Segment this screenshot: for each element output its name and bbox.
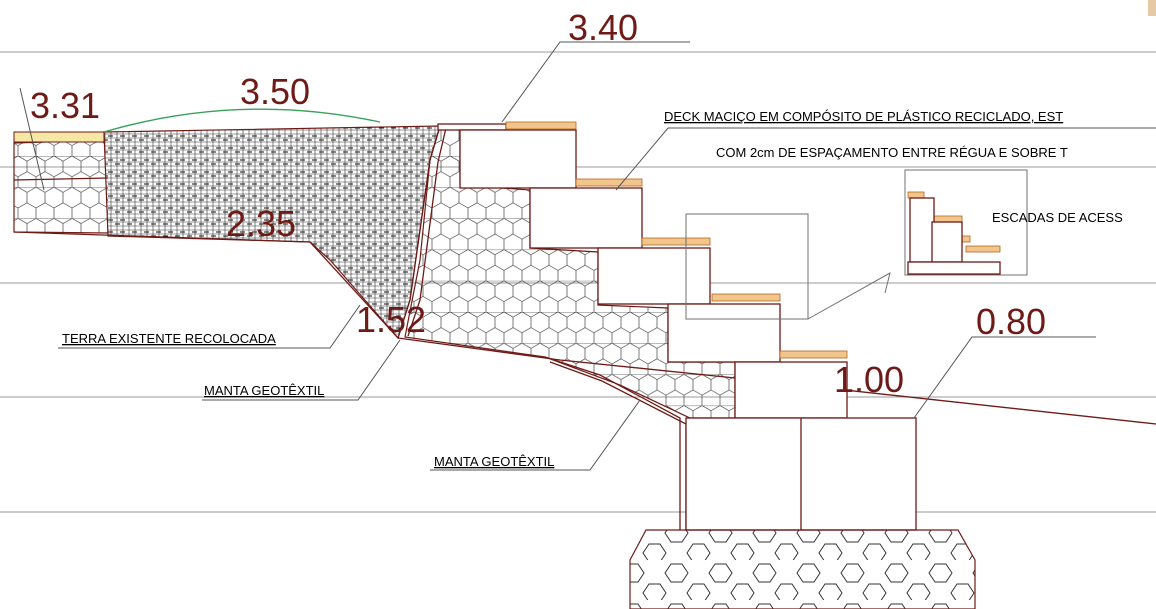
- sub-slope-line: [397, 337, 1156, 425]
- elevation-lower-step: 1.00: [834, 359, 904, 400]
- retaining-wall-right: [407, 127, 447, 337]
- stair-blocks: [437, 123, 848, 419]
- foundation: [629, 417, 976, 609]
- left-gravel-fill: [13, 139, 109, 234]
- deck-spec-note: DECK MACIÇO EM COMPÓSITO DE PLÁSTICO REC…: [664, 109, 1063, 124]
- stairs-detail-label: ESCADAS DE ACESS: [992, 210, 1123, 225]
- elevation-foundation-top: 0.80: [976, 301, 1046, 342]
- deck-planks: [505, 121, 848, 359]
- elevation-top-deck: 3.40: [568, 7, 638, 48]
- leader-lines: [19, 41, 1156, 471]
- geotextile-label-upper: MANTA GEOTÊXTIL: [204, 383, 324, 398]
- detail-callout: [685, 169, 1028, 320]
- elevation-terrain-crest: 3.50: [240, 71, 310, 112]
- elevation-slope-toe: 1.52: [356, 299, 426, 340]
- foundation-gravel: [629, 529, 976, 609]
- existing-soil-label: TERRA EXISTENTE RECOLOCADA: [62, 331, 276, 346]
- geotextile-lower: [544, 356, 681, 530]
- corner-marker: [1148, 0, 1156, 16]
- elevation-mid-slope: 2.35: [226, 203, 296, 244]
- elevation-left-edge: 3.31: [30, 85, 100, 126]
- bottom-slope-line: [13, 231, 399, 339]
- geotextile-label-lower: MANTA GEOTÊXTIL: [434, 454, 554, 469]
- left-surface-line: [13, 177, 109, 181]
- top-pavement-layer: [13, 131, 105, 143]
- terrain-curve: [103, 108, 381, 133]
- deck-spacing-note: COM 2cm DE ESPAÇAMENTO ENTRE RÉGUA E SOB…: [716, 145, 1068, 160]
- retaining-wall-left: [397, 125, 441, 339]
